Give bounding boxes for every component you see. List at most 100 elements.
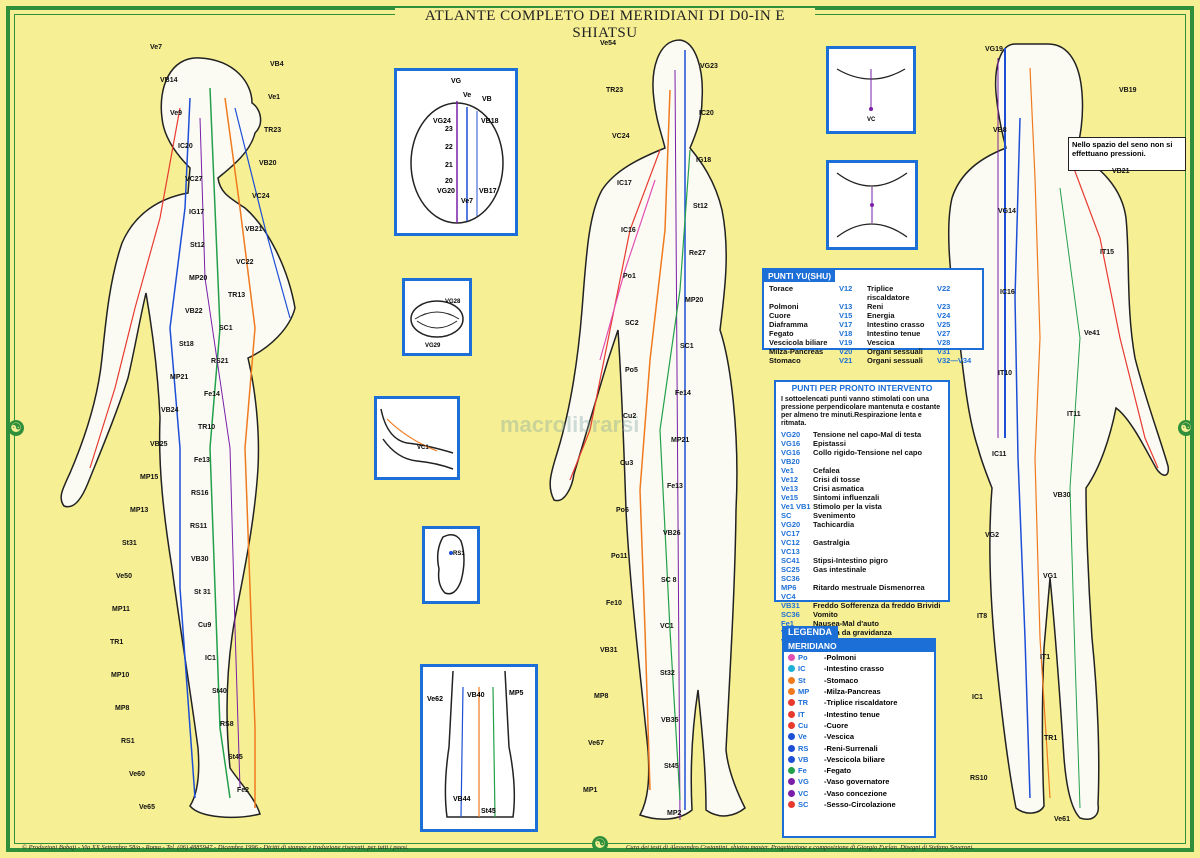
mouth-inset: VG28 VG29 — [402, 278, 472, 356]
acupoint-label: MP8 — [594, 693, 609, 700]
acupoint-label: RS21 — [211, 358, 229, 365]
chest-label: VC — [867, 117, 876, 123]
pronto-symptom: Gastralgia — [813, 538, 850, 547]
pronto-symptom: Tensione nel capo-Mal di testa — [813, 430, 922, 439]
acupoint-label: St12 — [693, 203, 708, 210]
legend-code: TR — [798, 698, 808, 708]
breast-note: Nello spazio del seno non si effettuano … — [1068, 137, 1186, 171]
pronto-point-code: Ve1 VB1 — [781, 502, 811, 511]
pronto-symptom: Ritardo mestruale Dismenorrea — [813, 583, 925, 592]
head-label: VG20 — [437, 188, 455, 195]
legend-color-dot — [788, 654, 795, 662]
acupoint-label: Ve65 — [139, 804, 155, 811]
acupoint-label: IT8 — [977, 613, 988, 620]
acupoint-label: IG18 — [696, 157, 712, 164]
foot-label: Ve62 — [427, 696, 443, 703]
mouth-label: VG29 — [425, 343, 441, 349]
acupoint-label: Po1 — [623, 273, 636, 280]
pronto-row: VG16 Epistassi — [776, 439, 948, 448]
meridian-line — [569, 149, 661, 481]
acupoint-label: Ve1 — [268, 94, 281, 101]
acupoint-label: VC22 — [236, 259, 254, 266]
acupoint-label: MP1 — [583, 787, 598, 794]
pronto-symptom: Freddo Sofferenza da freddo Brividi — [813, 601, 941, 610]
meridian-line — [199, 117, 241, 789]
legend-code: VC — [798, 788, 809, 798]
yu-shu-organ: Intestino crasso — [867, 320, 925, 329]
yu-shu-organ: Triplice riscaldatore — [867, 284, 910, 302]
legend-item: RS-Reni-Surrenali — [784, 742, 934, 753]
acupoint-label: VB30 — [191, 556, 209, 563]
acupoint-label: IT11 — [1067, 411, 1081, 418]
acupoint-label: SC1 — [680, 343, 694, 350]
acupoint-label: VB31 — [600, 647, 618, 654]
acupoint-label: VC24 — [612, 133, 630, 140]
torso-detail-inset: VC1 — [374, 396, 460, 480]
yu-shu-point-code: V20 — [839, 347, 853, 356]
acupoint-label: VC27 — [185, 176, 203, 183]
legend-code: VG — [798, 777, 809, 787]
legend-color-dot — [788, 778, 795, 786]
legend-label: -Intestino crasso — [824, 664, 885, 674]
acupoint-label: VG19 — [985, 46, 1003, 53]
pronto-symptom: Epistassi — [813, 439, 846, 448]
meridian-line — [659, 149, 691, 801]
acupoint-label: VB35 — [661, 717, 679, 724]
pronto-symptom: Svenimento — [813, 511, 856, 520]
legend-label: -Vescica — [824, 732, 855, 742]
acupoint-label: RS1 — [121, 738, 135, 745]
meridian-line — [674, 69, 681, 821]
pronto-symptom: Vomito — [813, 610, 838, 619]
meridian-line — [1029, 67, 1051, 799]
acupoint-label: IC17 — [617, 180, 632, 187]
yu-shu-organ: Milza-Pancreas — [769, 347, 824, 356]
acupoint-label: Po5 — [625, 367, 638, 374]
front-body-outline — [549, 39, 746, 820]
legend-label: -Cuore — [824, 720, 849, 730]
foot-top-inset: Ve62 VB40 MP5 VB44 St45 — [420, 664, 538, 832]
acupoint-label: Po11 — [611, 553, 628, 560]
acupoint-label: TR23 — [606, 87, 624, 94]
pronto-point-code: VG20 — [781, 430, 801, 439]
legend-label: -Polmoni — [824, 653, 857, 663]
yu-shu-organ: Vescica — [867, 338, 895, 347]
yu-shu-point-code: V31 — [937, 347, 951, 356]
yu-shu-point-code: V21 — [839, 356, 853, 365]
acupoint-label: Ve54 — [600, 40, 616, 47]
yu-shu-organ: Energia — [867, 311, 895, 320]
legend-color-dot — [788, 676, 795, 684]
legend-item: Po-Polmoni — [784, 652, 934, 663]
legend-code: Ve — [798, 732, 807, 742]
head-label: 22 — [445, 144, 453, 151]
acupoint-label: TR13 — [228, 292, 246, 299]
legend-item: MP-Milza-Pancreas — [784, 686, 934, 697]
legend-label: -Reni-Surrenali — [824, 743, 878, 753]
legend-item: VC -Vaso concezione — [784, 788, 934, 799]
mouth-label: VG28 — [445, 299, 461, 305]
acupoint-label: IC20 — [178, 143, 193, 150]
acupoint-label: IT15 — [1100, 249, 1115, 256]
sole-label: RS1 — [453, 551, 465, 557]
legend-code: IC — [798, 664, 806, 674]
acupoint-label: MP11 — [112, 606, 130, 613]
acupoint-label: Cu9 — [198, 622, 212, 629]
acupoint-label: Re27 — [689, 250, 706, 257]
meridian-line — [234, 107, 291, 319]
pronto-point-code: VG16 — [781, 439, 801, 448]
head-label: VG24 — [433, 118, 451, 125]
acupoint-label: Fe2 — [237, 787, 250, 794]
acupoint-label: MP13 — [130, 507, 149, 514]
chest-top-drawing: VC — [836, 68, 906, 123]
legend-label: -Vaso concezione — [824, 788, 887, 798]
legend-item: TR-Triplice riscaldatore — [784, 697, 934, 708]
acupoint-label: VB21 — [245, 226, 263, 233]
acupoint-label: VB8 — [993, 127, 1007, 134]
